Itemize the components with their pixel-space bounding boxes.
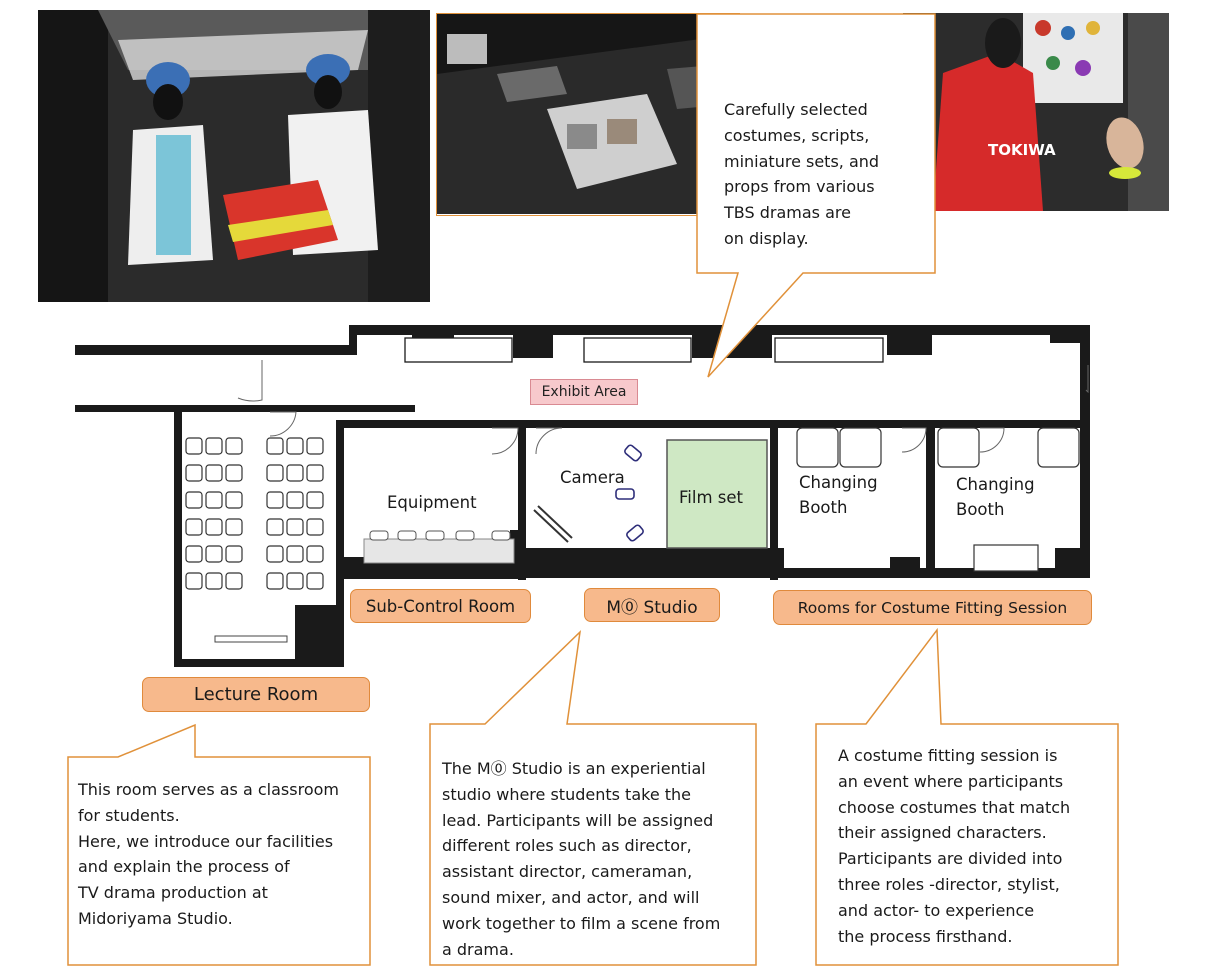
seat xyxy=(225,545,243,563)
seat xyxy=(205,464,223,482)
callout-costume xyxy=(815,627,1119,966)
seat xyxy=(306,437,324,455)
seat xyxy=(225,572,243,590)
exhibit-description: Carefully selected costumes, scripts, mi… xyxy=(724,100,880,248)
seat xyxy=(286,491,304,509)
studio-description: The M⓪ Studio is an experiential studio … xyxy=(442,759,721,959)
film-set-label: Film set xyxy=(679,488,743,507)
seat xyxy=(225,437,243,455)
seat xyxy=(286,518,304,536)
changing-booth-label-2: Changing Booth xyxy=(956,475,1035,519)
callout-bubbles xyxy=(67,13,1119,966)
lecture-room-tag: Lecture Room xyxy=(142,677,370,712)
seat xyxy=(286,437,304,455)
film-set-area xyxy=(666,439,768,549)
seat xyxy=(266,545,284,563)
seat xyxy=(266,437,284,455)
seat xyxy=(185,518,203,536)
exhibit-area-label: Exhibit Area xyxy=(530,379,638,405)
seat xyxy=(266,491,284,509)
m0-studio-tag: M⓪ Studio xyxy=(584,588,720,622)
seat xyxy=(306,518,324,536)
photo-miniature-sets xyxy=(436,13,740,216)
equipment-label: Equipment xyxy=(387,493,477,512)
seat xyxy=(205,518,223,536)
seat xyxy=(185,464,203,482)
seat xyxy=(205,572,223,590)
seat xyxy=(225,518,243,536)
costume-session-description: A costume fitting session is an event wh… xyxy=(838,746,1071,946)
seat xyxy=(205,545,223,563)
seat xyxy=(266,572,284,590)
seat xyxy=(306,491,324,509)
seat xyxy=(225,491,243,509)
seat xyxy=(205,437,223,455)
costume-rooms-tag: Rooms for Costume Fitting Session xyxy=(773,590,1092,625)
seat xyxy=(185,491,203,509)
camera-label: Camera xyxy=(560,468,625,487)
sub-control-room-tag: Sub-Control Room xyxy=(350,589,531,623)
seat xyxy=(225,464,243,482)
seat xyxy=(306,464,324,482)
seat xyxy=(286,464,304,482)
seat xyxy=(185,545,203,563)
seat xyxy=(266,518,284,536)
callout-studio xyxy=(429,629,757,966)
photo-miniature-set-icon xyxy=(437,14,738,214)
photo-medical-costumes xyxy=(38,10,430,302)
seat xyxy=(286,572,304,590)
callout-lecture xyxy=(67,723,371,966)
seat xyxy=(286,545,304,563)
photo-rugby-jersey: TOKIWA xyxy=(903,13,1169,211)
walls xyxy=(75,325,1090,667)
changing-booth-label-1: Changing Booth xyxy=(799,473,878,517)
jersey-text: TOKIWA xyxy=(988,141,1056,159)
seat xyxy=(306,545,324,563)
lecture-seats xyxy=(185,437,324,590)
seat xyxy=(185,572,203,590)
callout-exhibit xyxy=(696,13,936,378)
seat xyxy=(306,572,324,590)
lecture-room-description: This room serves as a classroom for stud… xyxy=(78,780,339,928)
camera-icon xyxy=(615,444,644,542)
photo-jersey-icon: TOKIWA xyxy=(903,13,1169,211)
seat xyxy=(205,491,223,509)
seat xyxy=(185,437,203,455)
seat xyxy=(266,464,284,482)
photo-mannequins-icon xyxy=(38,10,430,302)
